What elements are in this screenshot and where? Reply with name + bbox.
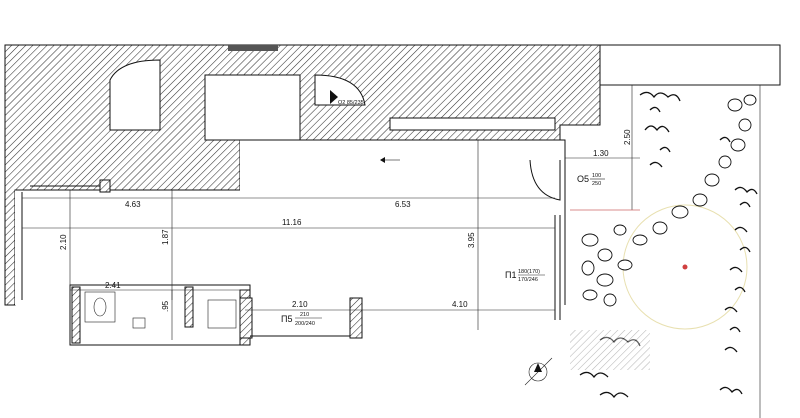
label-p1: П1 180(170) 170/246 (505, 269, 545, 283)
tree-marker (682, 264, 688, 270)
wall-segment (228, 45, 278, 51)
dim-2-41: 2.41 (105, 281, 121, 290)
svg-text:210: 210 (300, 312, 309, 318)
existing-room-void (109, 59, 161, 131)
toilet-icon (93, 297, 107, 317)
dim-2-10-left: 2.10 (59, 234, 68, 250)
apartment-outline (15, 139, 566, 320)
svg-text:170/246: 170/246 (518, 277, 538, 283)
dim-2-10-bottom: 2.10 (292, 300, 308, 309)
dimension-lines (22, 85, 640, 340)
garden (570, 44, 781, 418)
existing-room-void (389, 117, 556, 131)
svg-text:П5: П5 (281, 314, 292, 324)
existing-room-void (204, 74, 301, 141)
door-swing (529, 159, 561, 201)
svg-text:П1: П1 (505, 270, 516, 280)
dim-1-30: 1.30 (593, 149, 609, 158)
door-swing (314, 74, 366, 106)
bathroom (69, 284, 251, 346)
wall-pier (239, 297, 253, 339)
sink-icon (132, 317, 146, 329)
entry-arrow-icon (330, 90, 338, 104)
dim-4-10: 4.10 (452, 300, 468, 309)
svg-text:О5: О5 (577, 174, 589, 184)
stepping-stones (581, 94, 757, 307)
label-p5: П5 210 200/240 (281, 312, 322, 327)
level-marker-icon (380, 157, 400, 163)
svg-text:250: 250 (592, 181, 601, 187)
dim-11-16: 11.16 (282, 218, 302, 227)
dim-6-53: 6.53 (395, 200, 411, 209)
label-o5: О5 100 250 (577, 173, 605, 187)
svg-text:180(170): 180(170) (518, 269, 540, 275)
dim-0-95: .95 (161, 300, 170, 312)
wall-pier (349, 297, 363, 339)
dim-1-87: 1.87 (161, 229, 170, 245)
north-arrow-icon (524, 357, 553, 386)
svg-text:100: 100 (592, 173, 601, 179)
dim-2-50: 2.50 (623, 129, 632, 145)
svg-text:200/240: 200/240 (295, 321, 315, 327)
label-o2: О2 85/235 (338, 100, 364, 106)
dim-4-63: 4.63 (125, 200, 141, 209)
dim-3-95: 3.95 (467, 232, 476, 248)
